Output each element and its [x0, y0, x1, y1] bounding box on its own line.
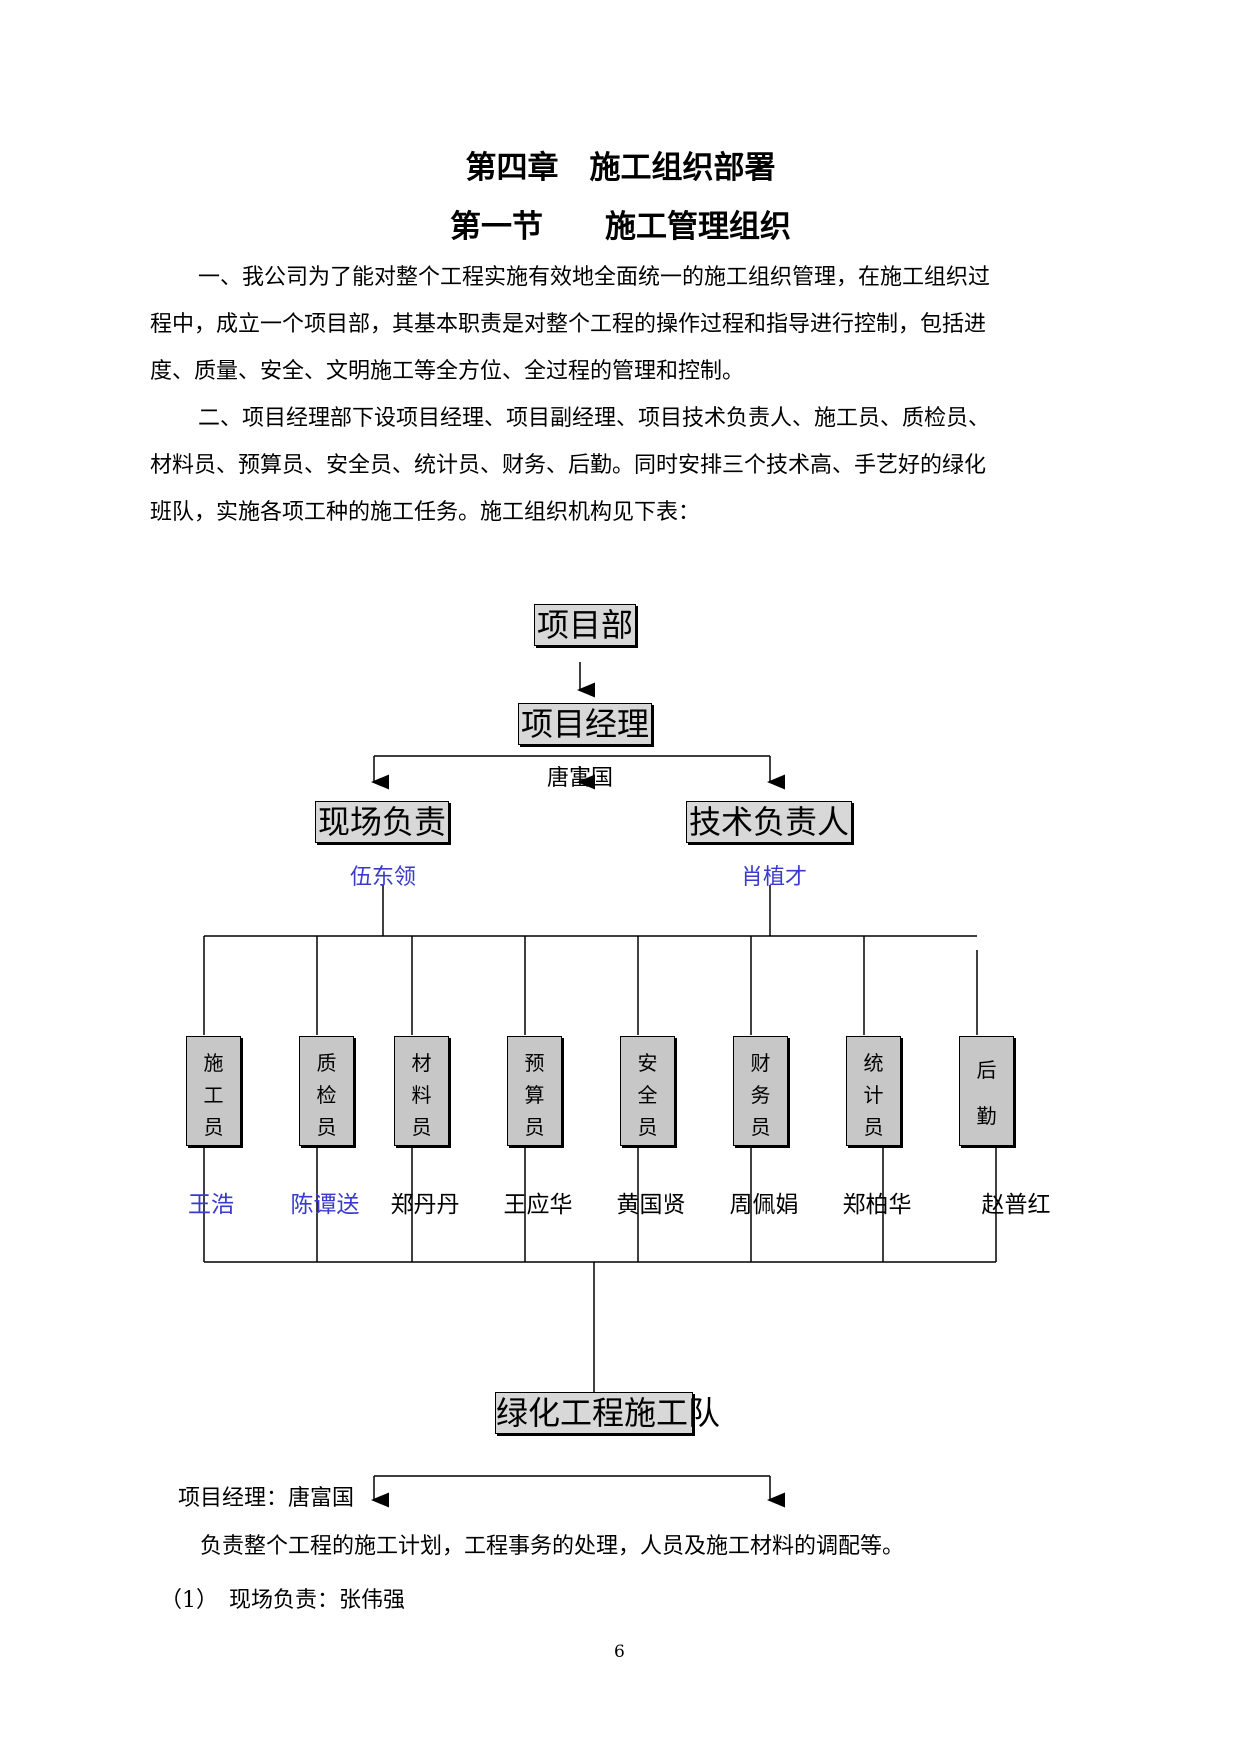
staff-box-quality: 质检员 [299, 1036, 354, 1146]
staff-box-logistics: 后勤 [959, 1036, 1014, 1146]
page-number: 6 [614, 1642, 625, 1662]
staff-name-materials: 郑丹丹 [390, 1192, 460, 1218]
paragraph-2-line-1: 二、项目经理部下设项目经理、项目副经理、项目技术负责人、施工员、质检员、 [198, 406, 991, 431]
staff-name-quality: 陈谭送 [290, 1192, 360, 1218]
staff-name-safety: 黄国贤 [616, 1192, 686, 1218]
paragraph-1-line-2: 程中，成立一个项目部，其基本职责是对整个工程的操作过程和指导进行控制，包括进 [150, 312, 987, 337]
tech-lead-box: 技术负责人 [686, 801, 852, 843]
tech-lead-name: 肖植才 [741, 865, 808, 890]
item-1-site-lead: （1） 现场负责：张伟强 [160, 1588, 405, 1613]
chapter-title: 第四章 施工组织部署 [465, 150, 776, 186]
staff-name-finance: 周佩娟 [729, 1192, 799, 1218]
site-lead-name: 伍东领 [350, 865, 417, 890]
staff-box-budget: 预算员 [507, 1036, 562, 1146]
section-title: 第一节 施工管理组织 [450, 209, 791, 245]
staff-box-finance: 财务员 [733, 1036, 788, 1146]
staff-name-budget: 王应华 [503, 1192, 573, 1218]
paragraph-2-line-3: 班队，实施各项工种的施工任务。施工组织机构见下表： [150, 500, 701, 525]
paragraph-1-line-1: 一、我公司为了能对整个工程实施有效地全面统一的施工组织管理，在施工组织过 [198, 265, 991, 290]
paragraph-2-line-2: 材料员、预算员、安全员、统计员、财务、后勤。同时安排三个技术高、手艺好的绿化 [150, 453, 987, 478]
staff-box-materials: 材料员 [394, 1036, 449, 1146]
staff-name-logistics: 赵普红 [981, 1192, 1051, 1218]
staff-box-statistics: 统计员 [846, 1036, 901, 1146]
paragraph-1-line-3: 度、质量、安全、文明施工等全方位、全过程的管理和控制。 [150, 359, 745, 384]
site-lead-box: 现场负责 [315, 801, 449, 843]
staff-name-statistics: 郑柏华 [842, 1192, 912, 1218]
project-manager-name: 唐富国 [547, 766, 614, 791]
greening-team-box: 绿化工程施工队 [495, 1392, 721, 1434]
project-manager-box: 项目经理 [518, 703, 652, 745]
manager-line: 项目经理：唐富国 [178, 1486, 355, 1511]
project-dept-box: 项目部 [534, 604, 636, 646]
staff-box-safety: 安全员 [620, 1036, 675, 1146]
manager-duty: 负责整个工程的施工计划，工程事务的处理，人员及施工材料的调配等。 [200, 1534, 905, 1559]
staff-name-construction: 王浩 [188, 1192, 234, 1218]
staff-box-construction: 施工员 [186, 1036, 241, 1146]
